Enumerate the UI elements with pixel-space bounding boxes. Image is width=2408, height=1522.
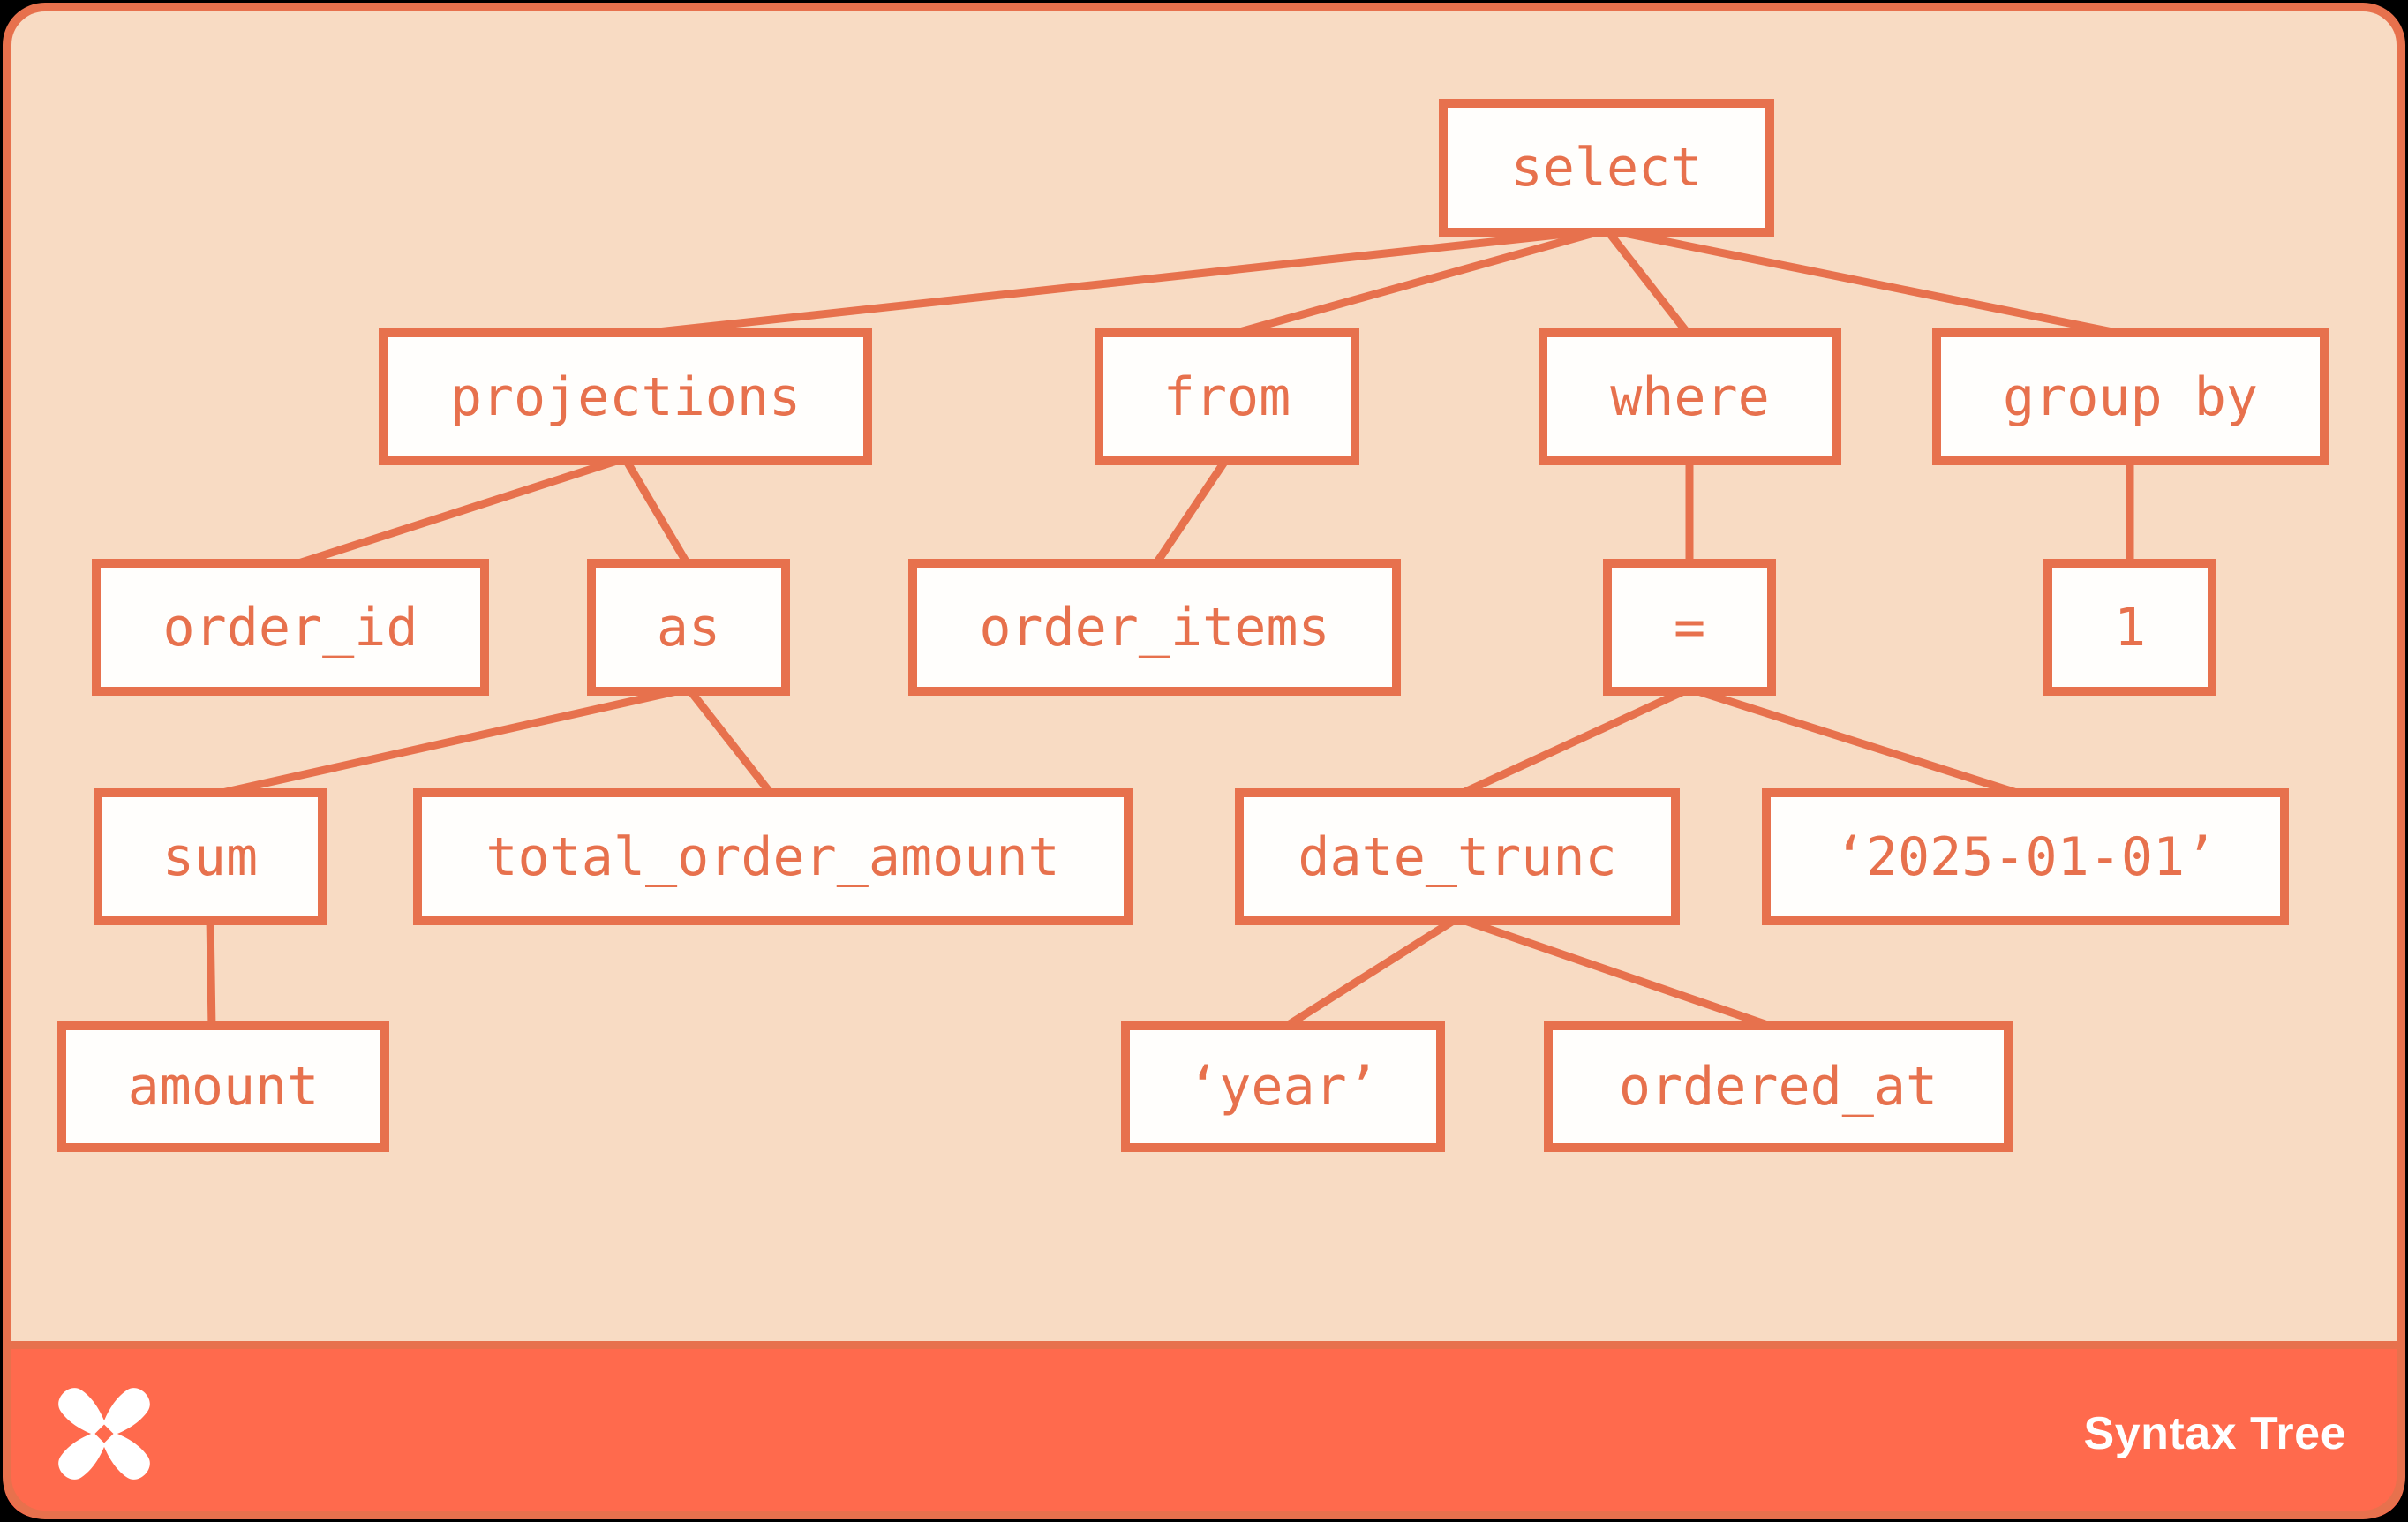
edge-select-projections <box>624 225 1607 340</box>
footer-title: Syntax Tree <box>2083 1408 2346 1459</box>
card-background <box>4 4 2404 1518</box>
node-order-id: order_id <box>92 559 489 696</box>
dbt-logo-icon <box>58 1388 150 1480</box>
node-date-literal: ‘2025-01-01’ <box>1762 788 2289 925</box>
edge-projections-order-id <box>289 454 627 570</box>
node-where: where <box>1539 328 1841 465</box>
node-from: from <box>1095 328 1359 465</box>
node-as: as <box>587 559 790 696</box>
tree-edges <box>206 225 2134 1033</box>
edge-select-group-by <box>1606 225 2131 340</box>
node-group-by: group by <box>1932 328 2329 465</box>
edge-from-order-items <box>1151 456 1230 569</box>
edge-as-total-order-amount <box>685 686 776 798</box>
edge-eq-date-trunc <box>1456 684 1691 800</box>
edge-date-trunc-ordered-at <box>1456 914 1780 1033</box>
node-ordered-at: ordered_at <box>1544 1021 2013 1152</box>
edge-sum-amount <box>206 917 216 1029</box>
node-year-literal: ‘year’ <box>1121 1021 1445 1152</box>
node-total-order-amount: total_order_amount <box>413 788 1133 925</box>
node-date-trunc: date_trunc <box>1235 788 1680 925</box>
edge-select-where <box>1603 227 1693 338</box>
node-equals: = <box>1603 559 1776 696</box>
edge-eq-date-literal <box>1688 684 2027 800</box>
edge-select-from <box>1225 225 1608 340</box>
edge-as-sum <box>209 684 689 800</box>
footer-bar: Syntax Tree <box>4 1341 2404 1518</box>
edge-date-trunc-year <box>1280 915 1460 1032</box>
node-select: select <box>1439 99 1774 237</box>
node-order-items: order_items <box>908 559 1401 696</box>
node-one: 1 <box>2043 559 2216 696</box>
node-amount: amount <box>57 1021 389 1152</box>
node-sum: sum <box>94 788 327 925</box>
node-projections: projections <box>379 328 872 465</box>
edge-projections-as <box>621 456 692 569</box>
